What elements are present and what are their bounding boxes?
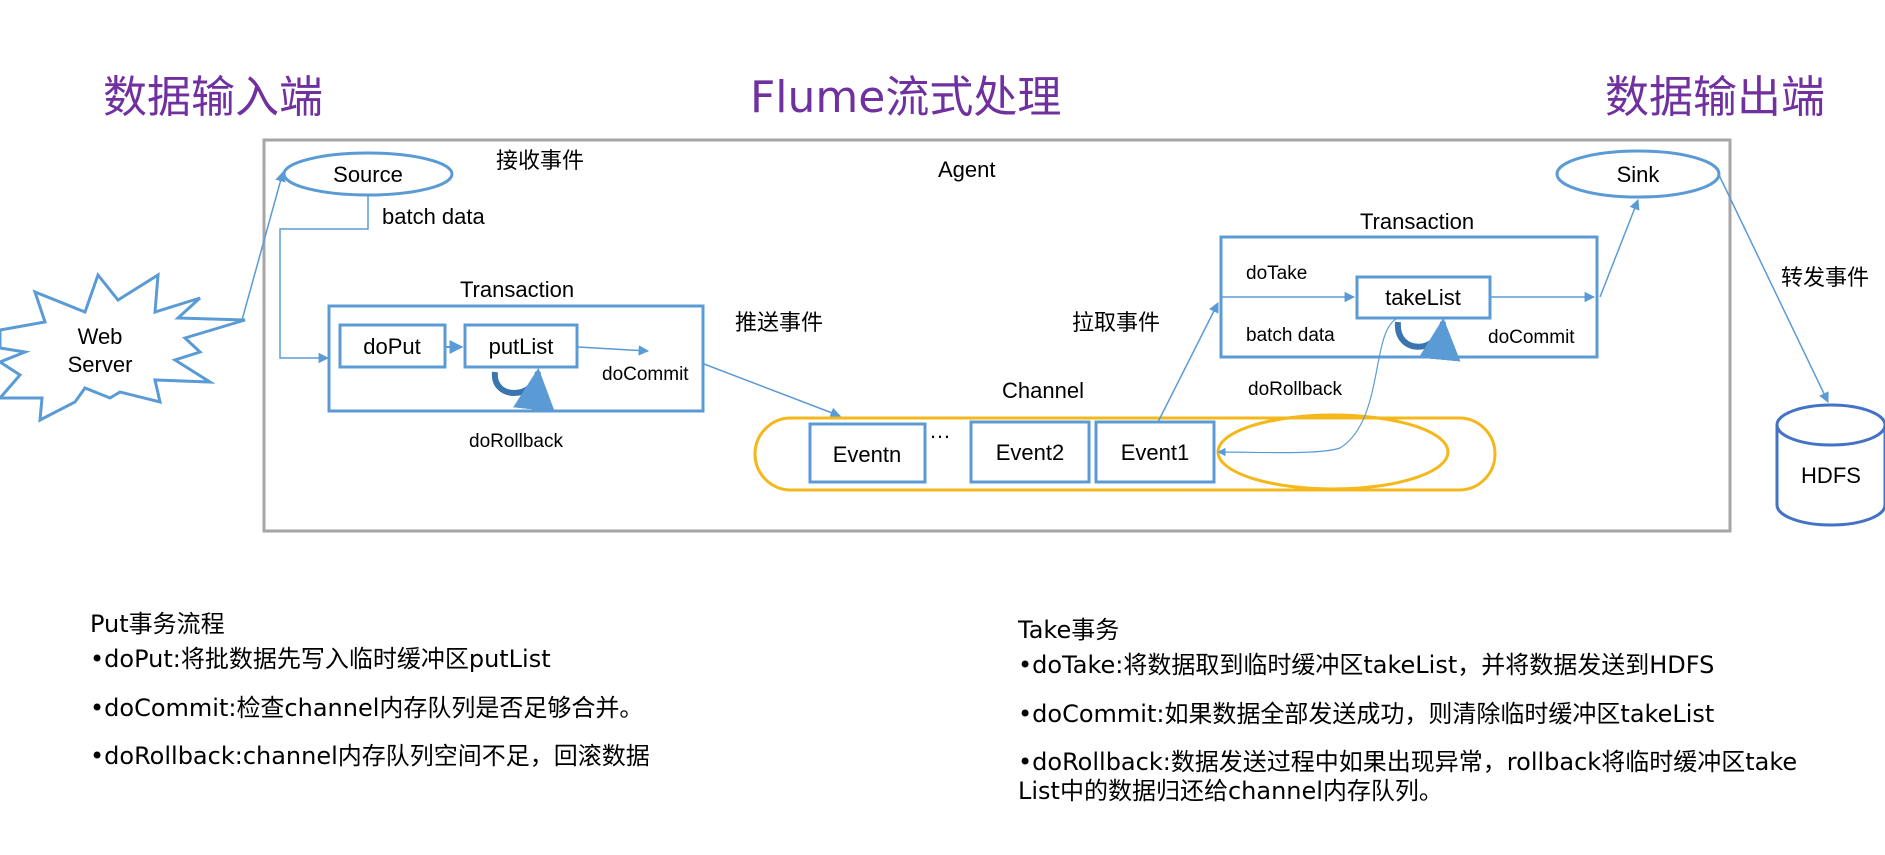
putlist-box [463, 323, 579, 369]
web-server-starburst [0, 271, 246, 423]
channel-label: Channel [1002, 378, 1084, 403]
push-to-channel-arrow [703, 363, 841, 418]
sink-label: Sink [1617, 162, 1661, 187]
sink-to-hdfs-arrow [1718, 174, 1829, 403]
doput-box [338, 323, 447, 369]
take-transaction-title: Transaction [1360, 209, 1474, 234]
take-docommit-label: doCommit [1488, 327, 1575, 348]
agent-label: Agent [938, 157, 996, 182]
takelist-loop-icon [1394, 317, 1461, 362]
take-rollback-arrow [1217, 317, 1399, 457]
webserver-to-source-arrow [241, 170, 286, 321]
take-dorollback-label: doRollback [1248, 379, 1342, 400]
event1-to-take-arrow [1157, 302, 1219, 423]
web-server-label-line1: Web [78, 324, 123, 349]
hdfs-cylinder [1775, 403, 1885, 527]
dotake-label: doTake [1246, 263, 1307, 284]
put-notes-heading: Put事务流程 [90, 610, 225, 638]
put-transaction-title: Transaction [460, 277, 574, 302]
takelist-box [1355, 275, 1492, 320]
take-to-sink-arrow [1599, 199, 1640, 298]
takelist-label: takeList [1385, 285, 1461, 310]
put-dorollback-label: doRollback [469, 431, 563, 452]
take-transaction-notes: Take事务 •doTake:将数据取到临时缓冲区takeList，并将数据发送… [1018, 616, 1808, 826]
web-server-label-line2: Server [68, 352, 133, 377]
take-batch-data-label: batch data [1246, 325, 1335, 346]
source-to-transaction-arrow [279, 195, 369, 364]
take-notes-heading: Take事务 [1018, 616, 1120, 644]
channel-ellipsis: … [929, 418, 951, 443]
forward-event-label: 转发事件 [1781, 266, 1869, 291]
agent-container [262, 138, 1732, 533]
event-2-label: Event2 [996, 440, 1065, 465]
put-note-docommit: •doCommit:检查channel内存队列是否足够合并。 [90, 693, 644, 722]
event-1-label: Event1 [1121, 440, 1190, 465]
channel-event-1 [1094, 420, 1216, 484]
putlist-commit-arrow [577, 345, 650, 356]
doput-label: doPut [363, 334, 421, 359]
channel-event-2 [969, 420, 1091, 484]
channel-event-n [808, 422, 927, 484]
channel-container [753, 416, 1497, 492]
pull-event-label: 拉取事件 [1072, 311, 1160, 336]
take-note-dorollback: •doRollback:数据发送过程中如果出现异常，rollback将临时缓冲区… [1018, 748, 1798, 806]
push-event-label: 推送事件 [735, 311, 823, 336]
source-batch-data-label: batch data [382, 204, 486, 229]
put-note-dorollback: •doRollback:channel内存队列空间不足，回滚数据 [90, 742, 650, 771]
take-note-docommit: •doCommit:如果数据全部发送成功，则清除临时缓冲区takeList [1018, 699, 1715, 728]
hdfs-label: HDFS [1801, 463, 1861, 488]
sink-node [1555, 149, 1721, 199]
take-note-dotake: •doTake:将数据取到临时缓冲区takeList，并将数据发送到HDFS [1018, 650, 1715, 679]
put-note-doput: •doPut:将批数据先写入临时缓冲区putList [90, 644, 551, 673]
input-side-title: 数据输入端 [103, 72, 323, 123]
put-transaction-notes: Put事务流程 •doPut:将批数据先写入临时缓冲区putList •doCo… [90, 610, 790, 791]
put-docommit-label: doCommit [602, 364, 689, 385]
receive-event-label: 接收事件 [496, 149, 584, 174]
putlist-label: putList [489, 334, 554, 359]
putlist-loop-icon [491, 367, 555, 412]
source-label: Source [333, 162, 403, 187]
event-n-label: Eventn [833, 442, 902, 467]
output-side-title: 数据输出端 [1605, 72, 1825, 123]
main-title: Flume流式处理 [750, 72, 1061, 123]
